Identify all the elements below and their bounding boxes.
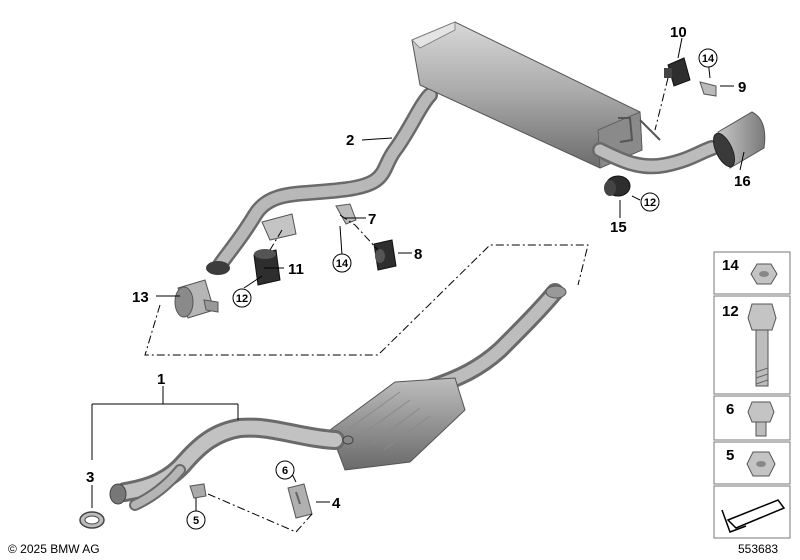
hex-nut-icon	[746, 451, 776, 477]
callout-14b: 14	[702, 53, 715, 65]
rear-pipe-end	[206, 261, 230, 275]
callout-13: 13	[132, 289, 149, 306]
front-direction-arrow-icon	[721, 499, 786, 533]
leader-lines	[91, 37, 745, 512]
callout-6-circle	[275, 460, 295, 480]
legend-label-5: 5	[726, 447, 734, 464]
front-pipe-bracket	[189, 483, 207, 499]
front-pipe-assembly	[109, 283, 567, 511]
rear-silencer-assembly	[206, 21, 720, 275]
callout-12b: 12	[644, 197, 656, 209]
rear-muffler-top-face	[411, 21, 456, 49]
muffler-hanger-bracket	[618, 117, 634, 143]
muffler-hanger-rod	[639, 119, 661, 141]
callout-9: 9	[738, 79, 746, 96]
callout-1: 1	[157, 371, 165, 388]
callout-16: 16	[734, 173, 751, 190]
rubber-hanger-10	[664, 57, 691, 87]
callout-14a-circle	[332, 253, 352, 273]
callout-12a-circle	[232, 288, 252, 308]
callout-5: 5	[193, 515, 199, 527]
bracket-4	[287, 483, 313, 519]
fastener-legend: 14 12 6 5	[713, 251, 791, 539]
catalytic-converter	[329, 377, 466, 471]
hex-nut-flange-icon	[750, 263, 778, 285]
callout-2: 2	[346, 132, 354, 149]
callout-6: 6	[282, 465, 288, 477]
tailpipe-tip	[712, 111, 766, 169]
interconnect-outline	[144, 244, 589, 356]
callout-12a: 12	[236, 293, 248, 305]
clamp-3	[79, 511, 105, 529]
legend-label-14: 14	[722, 257, 739, 274]
bracket-7	[335, 203, 357, 225]
rubber-mount-15	[604, 175, 631, 197]
callout-14b-circle	[698, 48, 718, 68]
downpipe-flange	[545, 285, 567, 299]
rubber-mount-11	[253, 249, 281, 286]
hex-bolt-short-icon	[747, 401, 775, 437]
bracket-9	[699, 81, 717, 97]
front-pipe-body	[118, 420, 342, 499]
callout-7: 7	[368, 211, 376, 228]
outlet-pipe-body	[594, 142, 718, 172]
diagram-number: 553683	[738, 542, 778, 556]
callout-10: 10	[670, 24, 687, 41]
front-pipe-inlet	[109, 483, 127, 505]
rear-pipe-body	[214, 89, 436, 271]
pipe-bracket	[261, 213, 297, 241]
rear-pipe-outline	[212, 87, 438, 273]
legend-label-6: 6	[726, 401, 734, 418]
hex-bolt-long-icon	[747, 303, 777, 387]
front-pipe-branch-body	[131, 466, 184, 509]
dash-to-mount-11	[269, 229, 283, 251]
pipe-clamp-13	[174, 279, 219, 319]
converter-ribs	[349, 391, 431, 451]
callout-15: 15	[610, 219, 627, 236]
rubber-mount-8	[373, 239, 397, 271]
callout-4: 4	[332, 495, 341, 512]
callout-11: 11	[288, 261, 304, 278]
callouts: 1 2 3 4 7 8 9 10 11 13 15 16 5 6 12 12 1…	[86, 24, 751, 530]
legend-label-12: 12	[722, 303, 739, 320]
dash-to-muffler	[654, 77, 669, 131]
callout-12b-circle	[640, 192, 660, 212]
sensor-boss	[342, 435, 354, 445]
callout-3: 3	[86, 469, 94, 486]
callout-5-circle	[186, 510, 206, 530]
callout-8: 8	[414, 246, 422, 263]
callout-14a: 14	[336, 258, 349, 270]
copyright-notice: © 2025 BMW AG	[8, 542, 100, 556]
